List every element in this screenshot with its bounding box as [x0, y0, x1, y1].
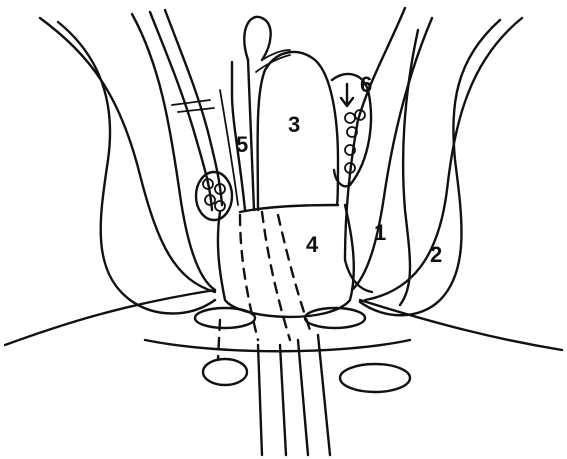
- anal-tube-1: [258, 345, 262, 455]
- left-inner-leaf: [132, 14, 215, 290]
- label-4: 4: [306, 232, 319, 257]
- left-node-d: [215, 201, 225, 211]
- right-outer-leaf: [360, 20, 500, 315]
- right-inner-leaf: [352, 18, 432, 290]
- left-sphincter: [195, 308, 255, 328]
- anal-tube-4: [318, 335, 330, 455]
- outer-right-line: [365, 18, 522, 300]
- label-6: 6: [360, 72, 372, 97]
- lower-right-sphincter: [340, 364, 410, 392]
- space-2-contour: [400, 30, 418, 305]
- label-2: 2: [430, 242, 442, 267]
- arrow-6: [341, 84, 353, 106]
- vessel-5-right: [248, 60, 254, 210]
- label-5: 5: [236, 132, 248, 157]
- vessel-5-outer: [244, 17, 270, 60]
- label-1: 1: [374, 220, 386, 245]
- dashed-line-d: [218, 320, 220, 360]
- vessel-5-stripe-c: [256, 55, 290, 72]
- right-node-a: [345, 113, 355, 123]
- anal-canal-4-outline: [218, 205, 354, 317]
- dashed-line-b: [262, 212, 290, 340]
- label-3: 3: [288, 112, 300, 137]
- anal-tube-2: [280, 345, 286, 455]
- lower-left-sphincter: [203, 359, 247, 385]
- left-outer-leaf: [58, 22, 215, 314]
- anal-tube-3: [298, 340, 308, 455]
- perineal-line-left: [5, 290, 215, 345]
- ligature-mark: [172, 100, 214, 112]
- dashed-line-a: [240, 215, 258, 340]
- outer-left-line: [40, 18, 215, 292]
- perineal-plate: [145, 340, 410, 351]
